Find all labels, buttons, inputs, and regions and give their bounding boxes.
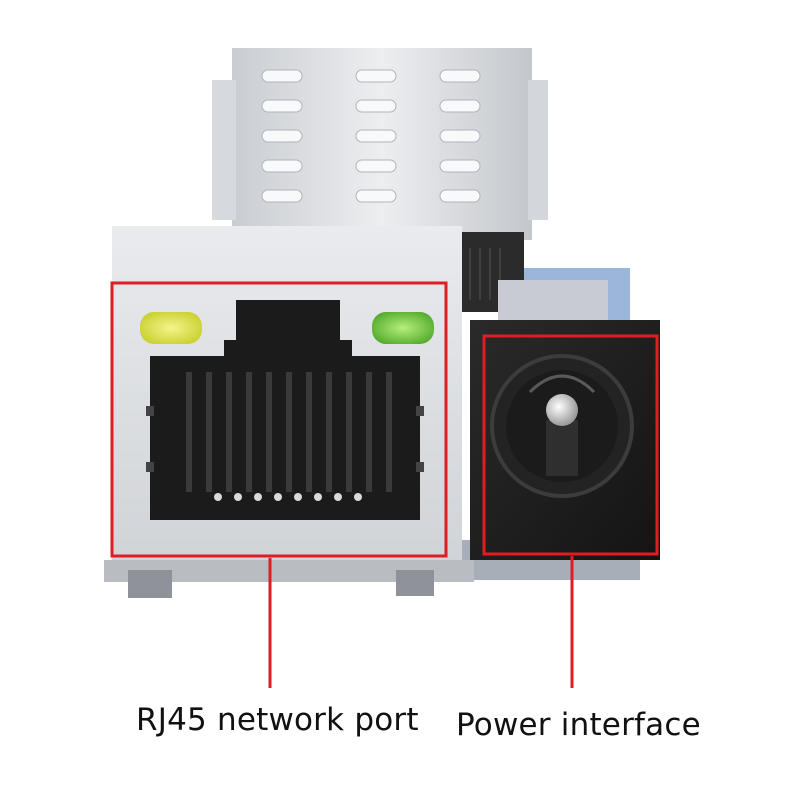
power-interface-label: Power interface	[456, 707, 701, 743]
power-highlight-box	[482, 334, 659, 556]
dc-power-jack	[470, 320, 660, 560]
annotation-overlays	[110, 281, 659, 688]
led-green	[372, 312, 434, 344]
rj45-highlight-box	[110, 281, 448, 558]
status-leds	[140, 312, 434, 344]
center-pin	[546, 394, 578, 426]
metal-cage	[212, 48, 548, 240]
led-yellow	[140, 312, 202, 344]
rj45-socket	[146, 300, 424, 520]
rj45-port-label: RJ45 network port	[136, 702, 419, 738]
